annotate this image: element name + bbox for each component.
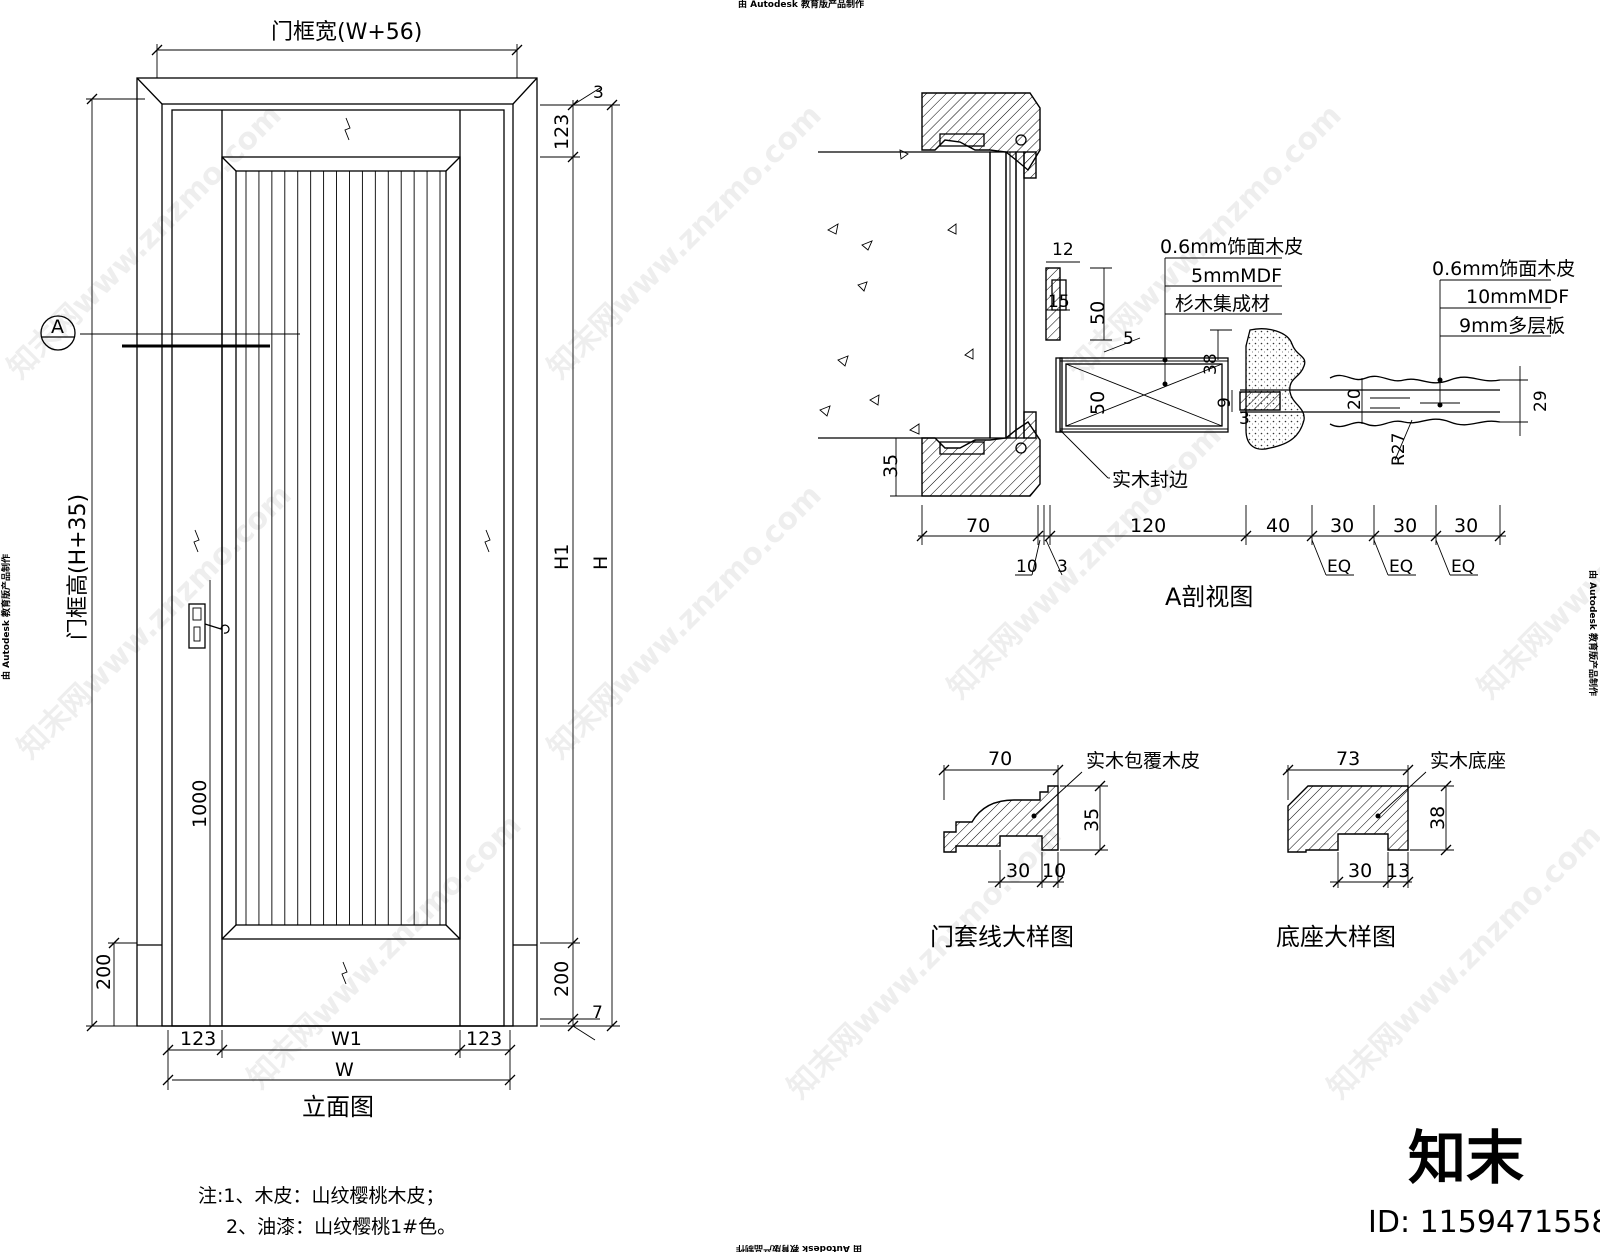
door-leaf bbox=[171, 109, 505, 1027]
dim-handle-height: 1000 bbox=[189, 780, 211, 828]
dim-120: 120 bbox=[1130, 515, 1166, 537]
section-label-fir: 杉木集成材 bbox=[1175, 293, 1270, 315]
watermark-text: 知末网www.znzmo.com bbox=[541, 478, 829, 766]
base-label: 实木底座 bbox=[1430, 750, 1506, 772]
dim-3a: 3 bbox=[1239, 409, 1250, 429]
dim-123-right: 123 bbox=[466, 1028, 502, 1050]
dim-H1: H1 bbox=[551, 544, 573, 570]
dim-12: 12 bbox=[1052, 240, 1074, 260]
casing-dim-10: 10 bbox=[1042, 860, 1066, 882]
dim-R27: R27 bbox=[1389, 433, 1409, 466]
base-title: 底座大样图 bbox=[1276, 923, 1396, 951]
note-line-1: 注:1、木皮：山纹樱桃木皮； bbox=[198, 1185, 445, 1207]
dim-3b: 3 bbox=[1057, 557, 1068, 577]
dim-eq-2: EQ bbox=[1389, 557, 1413, 577]
section-label-plywood: 9mm多层板 bbox=[1459, 315, 1565, 337]
base-profile bbox=[1287, 785, 1409, 853]
section-view: 0.6mm饰面木皮 5mmMDF 杉木集成材 0.6mm饰面木皮 10mmMDF… bbox=[818, 92, 1575, 611]
section-label-mdf-2: 10mmMDF bbox=[1466, 286, 1569, 308]
door-panel-inner bbox=[235, 170, 447, 926]
dim-123-top: 123 bbox=[551, 114, 573, 150]
panel-grooves bbox=[245, 171, 441, 925]
dim-frame-width: 门框宽(W+56) bbox=[271, 20, 422, 45]
dim-30b: 30 bbox=[1393, 515, 1417, 537]
dim-70: 70 bbox=[966, 515, 990, 537]
watermark-text: 知末网www.znzmo.com bbox=[241, 808, 529, 1096]
dim-30a: 30 bbox=[1330, 515, 1354, 537]
elevation-view: A 门框宽(W+56) 门框高(H+35) 200 1000 3 123 H1 … bbox=[40, 20, 620, 1121]
autodesk-stamp-bottom: 由 Autodesk 教育版产品制作 bbox=[736, 1243, 862, 1252]
dim-29: 29 bbox=[1531, 390, 1551, 412]
section-label-mdf-1: 5mmMDF bbox=[1191, 265, 1282, 287]
door-panel bbox=[221, 156, 461, 940]
section-label-veneer-2: 0.6mm饰面木皮 bbox=[1432, 258, 1575, 280]
dim-3: 3 bbox=[593, 83, 604, 103]
base-dim-30: 30 bbox=[1348, 860, 1372, 882]
door-handle-lever bbox=[204, 623, 230, 634]
autodesk-stamp-right: 由 Autodesk 教育版产品制作 bbox=[1587, 570, 1599, 696]
base-dim-38: 38 bbox=[1427, 806, 1449, 830]
casing-dim-35: 35 bbox=[1081, 808, 1103, 832]
casing-label: 实木包覆木皮 bbox=[1086, 750, 1200, 772]
dim-35: 35 bbox=[880, 454, 902, 478]
autodesk-stamp-left: 由 Autodesk 教育版产品制作 bbox=[0, 554, 12, 680]
dim-9: 9 bbox=[1215, 397, 1235, 408]
dim-eq-3: EQ bbox=[1451, 557, 1475, 577]
elevation-title: 立面图 bbox=[302, 1093, 374, 1121]
door-handle-plate bbox=[188, 603, 206, 649]
wall-section bbox=[818, 151, 991, 439]
dim-15: 15 bbox=[1048, 292, 1070, 312]
dim-38: 38 bbox=[1201, 353, 1221, 375]
dim-H: H bbox=[590, 556, 612, 570]
casing-profile bbox=[943, 785, 1059, 853]
section-marker-label: A bbox=[51, 316, 64, 338]
dim-50b: 50 bbox=[1087, 391, 1109, 415]
casing-top-section bbox=[921, 92, 1041, 172]
dim-base-200-right: 200 bbox=[551, 961, 573, 997]
door-leaf-section bbox=[1059, 357, 1229, 433]
casing-dim-70: 70 bbox=[988, 748, 1012, 770]
dim-10: 10 bbox=[1016, 557, 1038, 577]
watermarks: 知末网www.znzmo.com 知末网www.znzmo.com 知末网www… bbox=[1, 98, 1600, 1106]
section-label-edge: 实木封边 bbox=[1112, 469, 1188, 491]
dim-W1: W1 bbox=[331, 1028, 362, 1050]
image-id: ID: 1159471558 bbox=[1368, 1205, 1600, 1240]
dim-30c: 30 bbox=[1454, 515, 1478, 537]
dim-123-left: 123 bbox=[180, 1028, 216, 1050]
watermark-text: 知末网www.znzmo.com bbox=[1471, 418, 1600, 706]
dim-eq-1: EQ bbox=[1327, 557, 1351, 577]
base-dim-73: 73 bbox=[1336, 748, 1360, 770]
dim-7: 7 bbox=[592, 1003, 603, 1023]
casing-detail: 70 35 30 10 实木包覆木皮 门套线大样图 bbox=[930, 748, 1200, 951]
watermark-text: 知末网www.znzmo.com bbox=[541, 98, 829, 386]
dim-frame-height: 门框高(H+35) bbox=[66, 494, 91, 640]
section-marker-circle bbox=[40, 315, 76, 351]
casing-bottom-section bbox=[921, 421, 1041, 497]
section-label-veneer-1: 0.6mm饰面木皮 bbox=[1160, 236, 1303, 258]
dim-20: 20 bbox=[1345, 388, 1365, 410]
stile-molding bbox=[1245, 328, 1306, 450]
brand-logo: 知末 bbox=[1408, 1124, 1524, 1192]
dim-40: 40 bbox=[1266, 515, 1290, 537]
autodesk-stamp-top: 由 Autodesk 教育版产品制作 bbox=[738, 0, 864, 10]
casing-dim-30: 30 bbox=[1006, 860, 1030, 882]
casing-title: 门套线大样图 bbox=[930, 923, 1074, 951]
dim-5: 5 bbox=[1123, 329, 1134, 349]
base-dim-13: 13 bbox=[1386, 860, 1410, 882]
dim-base-200-left: 200 bbox=[93, 954, 115, 990]
watermark-text: 知末网www.znzmo.com bbox=[11, 478, 299, 766]
dim-W: W bbox=[335, 1059, 354, 1081]
section-title: A剖视图 bbox=[1165, 583, 1253, 611]
base-detail: 73 38 30 13 实木底座 底座大样图 bbox=[1276, 748, 1506, 951]
dim-50a: 50 bbox=[1087, 301, 1109, 325]
note-line-2: 2、油漆：山纹樱桃1#色。 bbox=[226, 1216, 456, 1238]
